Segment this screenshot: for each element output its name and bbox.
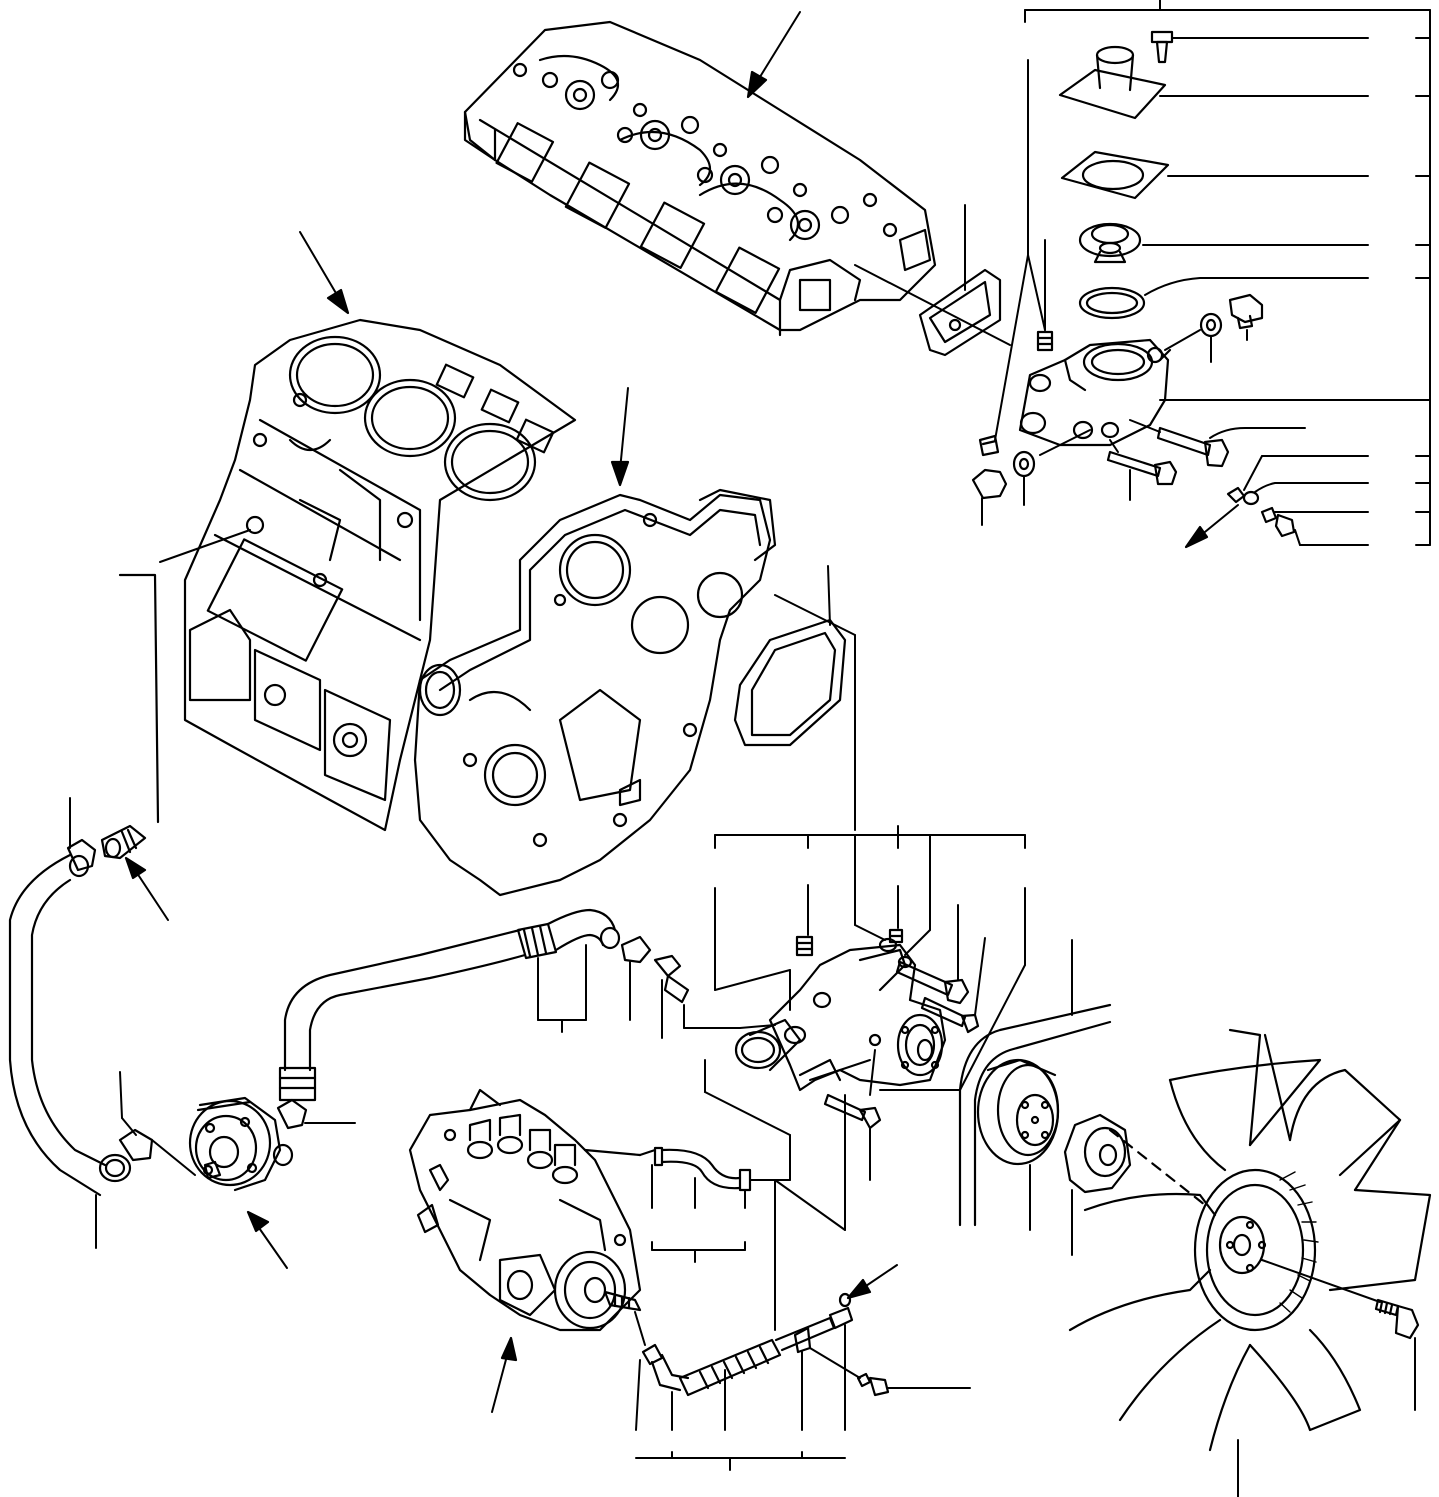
coolant-hose-center [276, 908, 741, 1130]
pointer-arrow [746, 11, 801, 99]
injection-pump [408, 1088, 642, 1413]
fuel-line-fitting [638, 1146, 752, 1263]
gear-case [413, 488, 777, 897]
water-pump [704, 825, 1026, 1231]
cooling-fan [1068, 1028, 1432, 1497]
water-pump-gasket [733, 565, 856, 831]
fan-bolt [1374, 1298, 1420, 1411]
oil-cooler [188, 1096, 294, 1269]
fan-belt [958, 939, 1112, 1227]
fan-pulley [976, 1058, 1060, 1231]
pointer-arrow [299, 231, 350, 315]
thermostat-assembly [971, 0, 1431, 549]
fan-spacer [1063, 1113, 1132, 1256]
cylinder-block [183, 318, 577, 832]
cylinder-head [463, 20, 937, 337]
pipe-assembly [634, 1179, 971, 1471]
pointer-arrow [610, 387, 630, 487]
gasket-plate [854, 204, 1011, 357]
coolant-hose-left [8, 529, 251, 1249]
